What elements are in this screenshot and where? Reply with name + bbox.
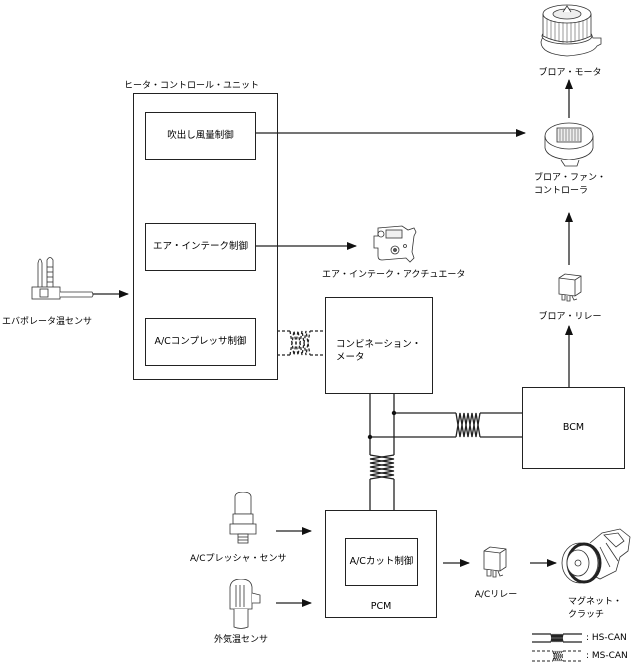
ac-pressure-sensor-icon bbox=[229, 492, 257, 544]
ac-pressure-sensor-label: A/Cプレッシャ・センサ bbox=[190, 554, 287, 564]
combination-meter-label-2: メータ bbox=[336, 352, 365, 363]
combination-meter-box: コンビネーション・ メータ bbox=[325, 297, 433, 394]
blower-relay-label: ブロア・リレー bbox=[538, 312, 602, 322]
legend-ms-can-label: : MS-CAN bbox=[586, 651, 628, 661]
heater-control-unit-box bbox=[133, 93, 278, 380]
hcu-title: ヒータ・コントロール・ユニット bbox=[124, 81, 260, 91]
air-intake-label: エア・インテーク制御 bbox=[152, 241, 248, 252]
legend-hs-can-label: : HS-CAN bbox=[586, 633, 627, 643]
air-intake-block: エア・インテーク制御 bbox=[145, 223, 256, 271]
air-intake-actuator-label: エア・インテーク・アクチュエータ bbox=[322, 270, 466, 280]
blower-volume-label: 吹出し風量制御 bbox=[167, 130, 234, 141]
pcm-label: PCM bbox=[370, 601, 392, 612]
ambient-temp-sensor-icon bbox=[229, 579, 261, 629]
legend-ms-can-symbol bbox=[532, 650, 582, 662]
blower-fan-controller-icon bbox=[544, 122, 594, 167]
blower-motor-icon bbox=[540, 4, 602, 57]
ac-cut-label: A/Cカット制御 bbox=[349, 556, 414, 567]
ambient-temp-sensor-label: 外気温センサ bbox=[214, 635, 269, 645]
magnet-clutch-icon bbox=[561, 528, 631, 584]
ac-relay-icon bbox=[483, 546, 507, 578]
bcm-box: BCM bbox=[522, 387, 625, 469]
blower-fan-controller-label-2: コントローラ bbox=[534, 186, 589, 196]
ac-relay-label: A/Cリレー bbox=[474, 590, 518, 600]
evaporator-sensor-icon bbox=[31, 257, 94, 300]
blower-fan-controller-label-1: ブロア・ファン・ bbox=[534, 173, 607, 183]
junction-dot bbox=[391, 410, 397, 416]
air-intake-actuator-icon bbox=[373, 225, 417, 263]
blower-relay-icon bbox=[558, 273, 582, 302]
ac-compressor-label: A/Cコンプレッサ制御 bbox=[154, 336, 247, 347]
ac-cut-block: A/Cカット制御 bbox=[345, 538, 418, 586]
hs-can-bcm bbox=[370, 412, 522, 438]
pcm-box: A/Cカット制御 PCM bbox=[325, 510, 437, 618]
bcm-label: BCM bbox=[562, 422, 585, 433]
ms-can-hcu-meter bbox=[277, 330, 324, 356]
combination-meter-label-1: コンビネーション・ bbox=[336, 339, 422, 350]
junction-dot bbox=[367, 434, 373, 440]
blower-volume-block: 吹出し風量制御 bbox=[145, 112, 256, 160]
ac-compressor-block: A/Cコンプレッサ制御 bbox=[145, 318, 256, 366]
hs-can-meter-pcm bbox=[369, 393, 395, 510]
magnet-clutch-label-1: マグネット・ bbox=[568, 597, 623, 607]
legend-hs-can-symbol bbox=[532, 633, 582, 643]
evaporator-sensor-label: エバポレータ温センサ bbox=[2, 317, 93, 327]
magnet-clutch-label-2: クラッチ bbox=[568, 610, 605, 620]
blower-motor-label: ブロア・モータ bbox=[538, 68, 602, 78]
